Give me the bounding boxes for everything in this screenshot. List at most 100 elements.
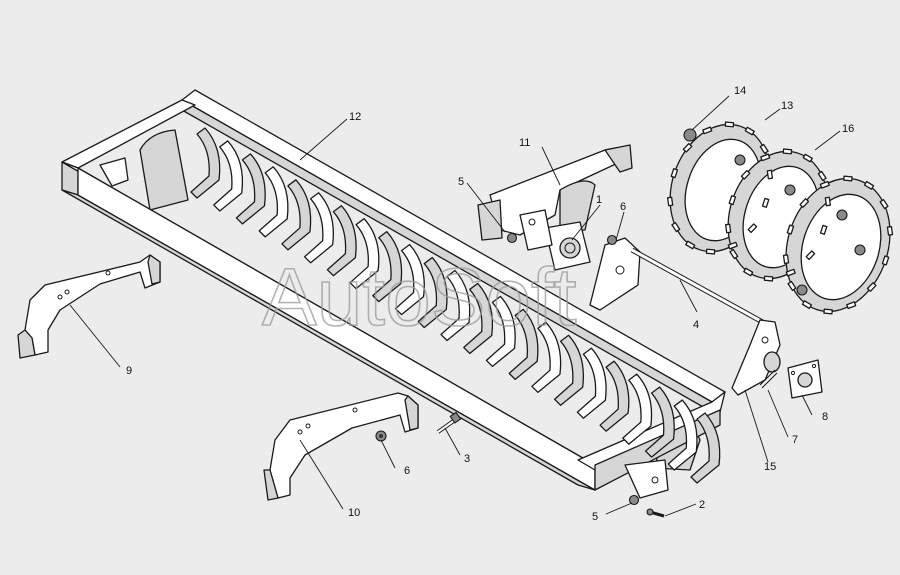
- wheel-tooth: [817, 170, 827, 182]
- bracket-9-hole: [57, 294, 63, 300]
- callout-6-lower: 6: [404, 465, 410, 477]
- callout-6-upper: 6: [620, 201, 626, 213]
- shaft-4: [630, 247, 770, 328]
- wheel-tooth: [824, 196, 832, 207]
- callout-16: 16: [842, 123, 854, 135]
- wheel-tooth: [702, 126, 713, 135]
- bracket-9-hole: [105, 270, 111, 276]
- wheel-tooth: [881, 255, 890, 266]
- callout-12: 12: [349, 111, 361, 123]
- callout-5-lower: 5: [592, 511, 598, 523]
- side-plate-6: [589, 234, 641, 311]
- bolt-3: [436, 411, 462, 434]
- bolt-2: [646, 508, 665, 518]
- callout-1: 1: [596, 194, 602, 206]
- frame-assembly: [61, 89, 726, 499]
- cage-wheel-16: [785, 177, 891, 313]
- tine: [644, 386, 675, 458]
- callout-10: 10: [348, 507, 360, 519]
- wheel-tooth: [819, 224, 828, 235]
- tine: [213, 140, 244, 212]
- wheel-tooth: [705, 248, 716, 255]
- wheel-tooth: [728, 195, 737, 206]
- bracket-9-right-foot: [147, 254, 161, 285]
- callout-15: 15: [764, 461, 776, 473]
- bearing-1-plate: [519, 209, 553, 251]
- bracket-11-left-ear: [477, 199, 503, 241]
- hub-7: [759, 351, 781, 389]
- nut-6-lower: [375, 430, 387, 442]
- frame-top-rail: [181, 89, 726, 403]
- tine: [235, 153, 266, 225]
- tine: [303, 192, 334, 264]
- wheel-tooth: [782, 148, 793, 155]
- side-bracket-10: [263, 392, 419, 501]
- bracket-10-left-foot: [263, 469, 279, 501]
- flange-8: [787, 359, 823, 399]
- tine: [349, 218, 380, 290]
- wheel-tooth: [760, 153, 771, 162]
- tine: [326, 205, 357, 277]
- wheel-tooth: [727, 241, 738, 250]
- wheel-tooth: [747, 223, 758, 234]
- wheel-tooth: [823, 308, 833, 315]
- wheel-tooth: [724, 121, 735, 128]
- tine: [372, 230, 403, 303]
- bearing-1-bore: [559, 237, 581, 259]
- wheel-tooth: [802, 153, 813, 163]
- wheel-tooth: [761, 197, 770, 208]
- callout-11: 11: [519, 137, 530, 149]
- side-bracket-9: [17, 254, 161, 359]
- wheel-tooth: [846, 301, 857, 310]
- tine: [576, 347, 607, 419]
- bracket-11-web: [559, 180, 596, 233]
- wheel-tooth: [787, 280, 797, 292]
- tine: [599, 360, 630, 432]
- tine: [485, 295, 516, 368]
- tine: [394, 243, 425, 316]
- tine: [281, 179, 312, 251]
- wheel-tooth: [743, 267, 754, 277]
- wheel-tooth: [671, 221, 681, 233]
- wheel-14-hub-bolt: [683, 128, 697, 142]
- bracket-10-hole: [352, 407, 358, 413]
- wheel-tooth: [682, 142, 693, 153]
- tine: [417, 256, 448, 329]
- side-plate-15: [731, 319, 781, 396]
- frame-right-bracket-hole: [651, 476, 659, 484]
- wheel-tooth: [819, 180, 830, 189]
- wheel-tooth: [670, 168, 679, 179]
- wheel-teeth: [666, 121, 894, 315]
- wheel-tooth: [766, 169, 774, 180]
- tine: [667, 399, 698, 471]
- nut-5-lower: [628, 494, 640, 506]
- tine: [622, 373, 653, 445]
- frame-right-bracket: [624, 459, 669, 499]
- wheel-tooth: [843, 175, 853, 182]
- wheel-tooth: [863, 180, 875, 190]
- bracket-11-right-ear: [604, 144, 633, 173]
- wheel-tooth: [763, 275, 774, 282]
- callout-14: 14: [734, 85, 746, 97]
- callouts: 1 2 3 4 5 5 6 6 7 8 9 10 11 12 13 14 15 …: [126, 85, 854, 523]
- bracket-11-plate: [489, 147, 621, 236]
- callout-7: 7: [792, 434, 798, 446]
- tine: [190, 127, 221, 199]
- tine: [531, 321, 562, 393]
- wheel-tooth: [724, 223, 732, 234]
- frame-left-bracket: [99, 157, 129, 187]
- callout-9: 9: [126, 365, 132, 377]
- tine: [258, 166, 289, 238]
- wheel-tooth: [799, 198, 810, 208]
- callout-5-upper: 5: [458, 176, 464, 188]
- callout-8: 8: [822, 411, 828, 423]
- tine-row: [190, 127, 721, 484]
- wheel-tooth: [785, 268, 796, 277]
- wheel-tooth: [759, 143, 769, 155]
- bracket-10-right-foot: [404, 395, 419, 431]
- wheel-tooth: [744, 126, 755, 136]
- tine: [508, 308, 539, 381]
- callout-2: 2: [699, 499, 705, 511]
